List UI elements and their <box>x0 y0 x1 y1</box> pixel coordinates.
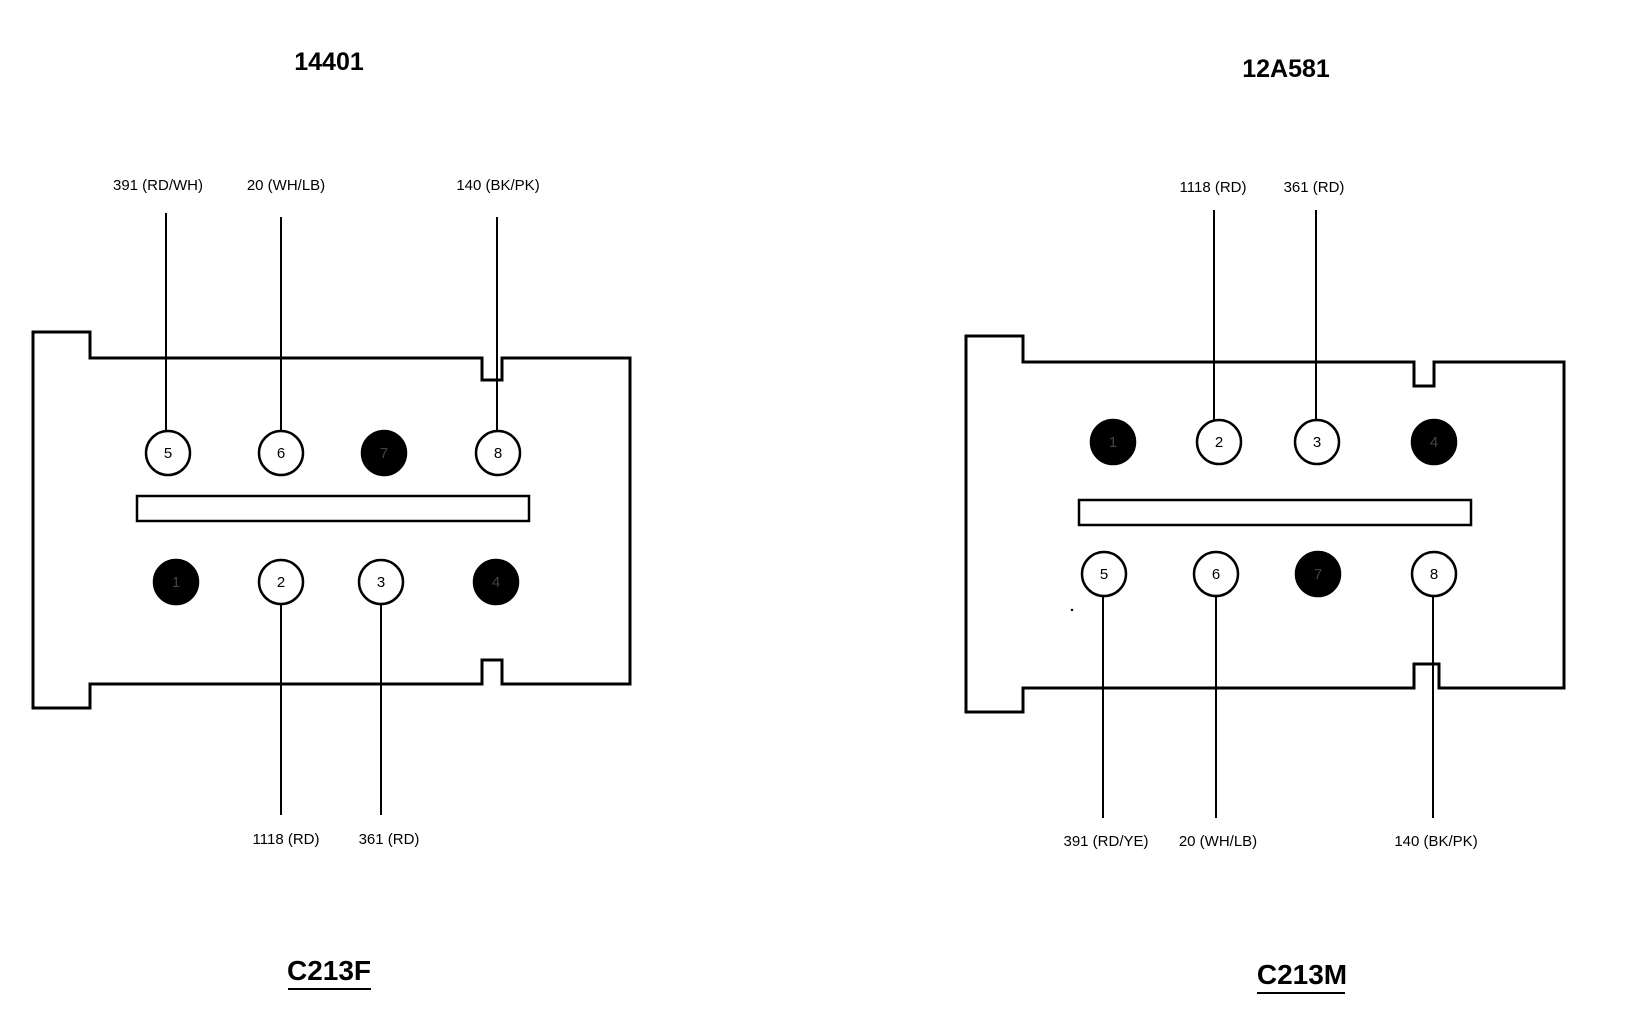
pin-4-label-right: 4 <box>1430 434 1438 451</box>
pin-6-left <box>257 429 305 477</box>
pin-7-label-left: 7 <box>380 445 388 462</box>
wire-label-pin5-left: 391 (RD/WH) <box>113 177 203 194</box>
connector-id-left: C213F <box>287 955 371 986</box>
wire-label-pin2-left: 1118 (RD) <box>253 831 320 848</box>
pin-5-left <box>144 429 192 477</box>
pin-1-right <box>1089 418 1137 466</box>
wire-label-pin8-right: 140 (BK/PK) <box>1394 833 1477 850</box>
wire-label-pin3-right: 361 (RD) <box>1284 179 1345 196</box>
pin-8-left <box>474 429 522 477</box>
pin-2-label-left: 2 <box>277 574 285 591</box>
wire-label-pin2-right: 1118 (RD) <box>1180 179 1247 196</box>
pin-7-label-right: 7 <box>1314 566 1322 583</box>
part-number-right: 12A581 <box>1242 55 1330 83</box>
pin-3-right <box>1293 418 1341 466</box>
key-slot-right <box>1077 498 1473 527</box>
speck-mark <box>1070 608 1074 612</box>
pin-7-left <box>360 429 408 477</box>
pin-8-label-left: 8 <box>494 445 502 462</box>
pin-8-label-right: 8 <box>1430 566 1438 583</box>
pin-3-label-right: 3 <box>1313 434 1321 451</box>
pin-5-label-right: 5 <box>1100 566 1108 583</box>
pin-6-label-right: 6 <box>1212 566 1220 583</box>
pin-3-label-left: 3 <box>377 574 385 591</box>
connector-id-right: C213M <box>1257 959 1347 990</box>
pin-5-label-left: 5 <box>164 445 172 462</box>
pin-4-right <box>1410 418 1458 466</box>
pin-1-label-left: 1 <box>172 574 180 591</box>
part-number-left: 14401 <box>294 48 364 76</box>
pin-7-right <box>1294 550 1342 598</box>
wire-label-pin6-left: 20 (WH/LB) <box>247 177 325 194</box>
wire-label-pin6-right: 20 (WH/LB) <box>1179 833 1257 850</box>
pin-6-label-left: 6 <box>277 445 285 462</box>
pin-1-label-right: 1 <box>1109 434 1117 451</box>
pin-1-left <box>152 558 200 606</box>
pin-4-label-left: 4 <box>492 574 500 591</box>
wire-label-pin5-right: 391 (RD/YE) <box>1063 833 1148 850</box>
connector-left: 14401 391 (RD/WH) 20 (WH/LB) 140 (BK/PK)… <box>31 48 632 990</box>
key-slot-left <box>135 494 531 523</box>
pin-4-left <box>472 558 520 606</box>
pin-2-right <box>1195 418 1243 466</box>
connector-right: 12A581 1118 (RD) 361 (RD) 1 2 3 4 5 6 7 … <box>964 55 1566 994</box>
wire-label-pin3-left: 361 (RD) <box>359 831 420 848</box>
wire-label-pin8-left: 140 (BK/PK) <box>456 177 539 194</box>
pin-2-label-right: 2 <box>1215 434 1223 451</box>
